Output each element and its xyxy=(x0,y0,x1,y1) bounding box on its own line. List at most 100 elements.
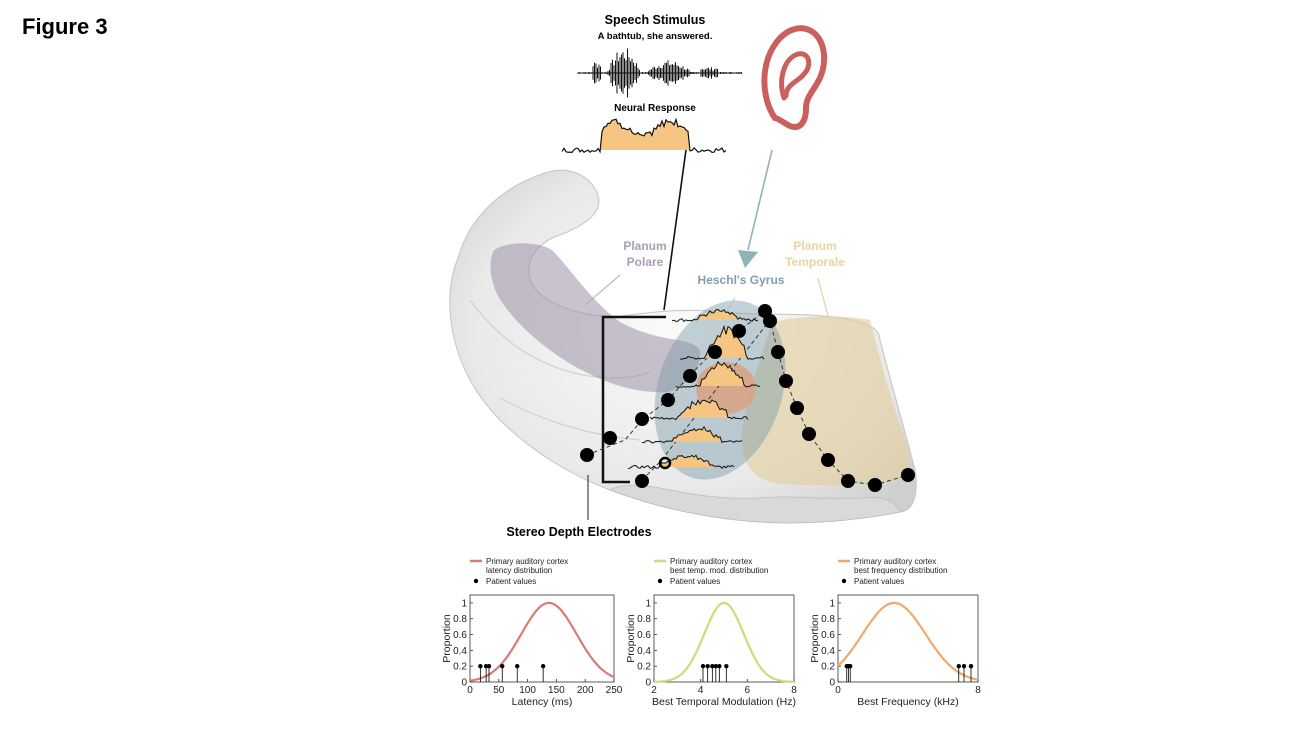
electrode-contact xyxy=(661,393,675,407)
legend-line2: latency distribution xyxy=(486,566,552,575)
legend-line1: Primary auditory cortex xyxy=(670,557,752,566)
x-tick-label: 200 xyxy=(577,685,594,696)
speech-waveform xyxy=(578,49,742,98)
legend-patient-values: Patient values xyxy=(670,577,720,586)
patient-point xyxy=(515,664,519,668)
electrode-contact xyxy=(763,314,777,328)
patient-point xyxy=(848,664,852,668)
planum-polare-label-line2: Polare xyxy=(627,255,664,269)
patient-point xyxy=(969,664,973,668)
electrode-contact xyxy=(821,453,835,467)
y-axis-label: Proportion xyxy=(809,614,821,663)
y-tick-label: 0.2 xyxy=(821,662,835,673)
electrode-contact xyxy=(580,448,594,462)
speech-stimulus-sentence: A bathtub, she answered. xyxy=(598,31,713,42)
planum-polare-pointer xyxy=(585,275,620,305)
speech-stimulus-title: Speech Stimulus xyxy=(605,13,706,27)
legend-line1: Primary auditory cortex xyxy=(486,557,568,566)
ear-icon xyxy=(764,28,824,127)
electrode-contact xyxy=(901,468,915,482)
y-tick-label: 0.8 xyxy=(637,614,651,625)
x-tick-label: 0 xyxy=(467,685,473,696)
y-tick-label: 0.6 xyxy=(821,630,835,641)
patient-point xyxy=(724,664,728,668)
electrode-contact xyxy=(802,427,816,441)
patient-point xyxy=(962,664,966,668)
legend-point-swatch xyxy=(474,579,478,583)
x-axis-label: Latency (ms) xyxy=(512,696,573,708)
neural-response-label: Neural Response xyxy=(614,103,696,114)
x-tick-label: 2 xyxy=(651,685,657,696)
x-tick-label: 150 xyxy=(548,685,565,696)
x-tick-label: 8 xyxy=(791,685,797,696)
legend-patient-values: Patient values xyxy=(854,577,904,586)
y-tick-label: 0.2 xyxy=(453,662,467,673)
neural-response-fill xyxy=(600,119,690,152)
x-axis-label: Best Frequency (kHz) xyxy=(857,696,959,708)
patient-point xyxy=(717,664,721,668)
legend-patient-values: Patient values xyxy=(486,577,536,586)
electrode-contact xyxy=(868,478,882,492)
y-tick-label: 0.8 xyxy=(821,614,835,625)
planum-temporale-label-line2: Temporale xyxy=(785,255,845,269)
y-tick-label: 0.6 xyxy=(453,630,467,641)
ear-arrow-line xyxy=(748,150,772,250)
y-tick-label: 1 xyxy=(461,598,467,609)
electrode-contact xyxy=(683,369,697,383)
y-tick-label: 0.8 xyxy=(453,614,467,625)
x-axis-label: Best Temporal Modulation (Hz) xyxy=(652,696,796,708)
planum-temporale-pointer xyxy=(818,278,828,316)
legend-point-swatch xyxy=(658,579,662,583)
plot-frame xyxy=(654,595,794,682)
y-tick-label: 0.2 xyxy=(637,662,651,673)
patient-point xyxy=(500,664,504,668)
x-tick-label: 250 xyxy=(606,685,623,696)
patient-point xyxy=(478,664,482,668)
plot-frame xyxy=(470,595,614,682)
chart-1: Primary auditory cortexlatency distribut… xyxy=(441,557,623,708)
response-connector-line xyxy=(664,150,686,310)
electrode-contact xyxy=(841,474,855,488)
y-tick-label: 0.4 xyxy=(821,646,835,657)
x-tick-label: 4 xyxy=(698,685,704,696)
ear-arrow-head xyxy=(738,250,758,268)
electrode-contact xyxy=(708,345,722,359)
x-tick-label: 50 xyxy=(493,685,505,696)
patient-point xyxy=(541,664,545,668)
electrodes-label: Stereo Depth Electrodes xyxy=(506,525,651,539)
distribution-curve xyxy=(654,603,794,682)
legend-line2: best temp. mod. distribution xyxy=(670,566,768,575)
legend-point-swatch xyxy=(842,579,846,583)
planum-polare-label-line1: Planum xyxy=(623,239,666,253)
y-tick-label: 1 xyxy=(829,598,835,609)
patient-point xyxy=(487,664,491,668)
patient-point xyxy=(957,664,961,668)
y-tick-label: 0.4 xyxy=(637,646,651,657)
electrode-contact xyxy=(635,412,649,426)
y-axis-label: Proportion xyxy=(625,614,637,663)
y-tick-label: 0.4 xyxy=(453,646,467,657)
x-tick-label: 0 xyxy=(835,685,841,696)
legend-line2: best frequency distribution xyxy=(854,566,947,575)
x-tick-label: 6 xyxy=(745,685,751,696)
distribution-curve xyxy=(838,603,978,680)
planum-temporale-label-line1: Planum xyxy=(793,239,836,253)
legend-line1: Primary auditory cortex xyxy=(854,557,936,566)
y-axis-label: Proportion xyxy=(441,614,453,663)
electrode-contact xyxy=(635,474,649,488)
electrode-contact xyxy=(603,431,617,445)
heschls-gyrus-label: Heschl's Gyrus xyxy=(698,273,785,287)
y-tick-label: 1 xyxy=(645,598,651,609)
y-tick-label: 0.6 xyxy=(637,630,651,641)
x-tick-label: 8 xyxy=(975,685,981,696)
electrode-contact xyxy=(732,324,746,338)
distribution-curve xyxy=(470,603,614,681)
patient-point xyxy=(705,664,709,668)
electrode-contact xyxy=(771,345,785,359)
patient-point xyxy=(701,664,705,668)
electrode-contact xyxy=(779,374,793,388)
